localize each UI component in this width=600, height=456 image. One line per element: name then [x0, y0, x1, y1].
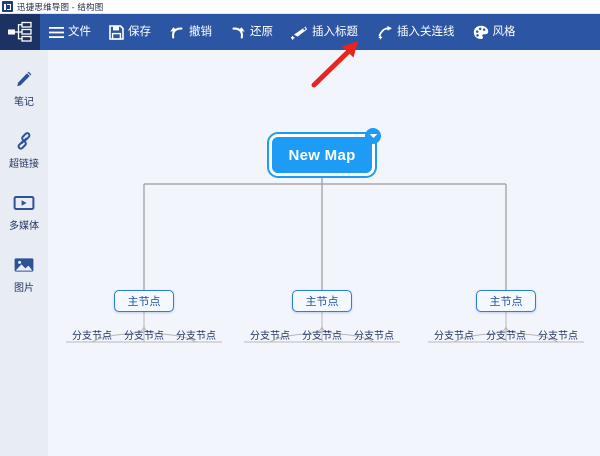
- redo-label: 还原: [250, 26, 273, 38]
- style-label: 风格: [492, 26, 516, 38]
- main-node-3-label: 主节点: [489, 296, 523, 308]
- branch-node-1-2[interactable]: 分支节点: [118, 326, 170, 342]
- connector-lines: [66, 176, 584, 343]
- branch-node-3-1[interactable]: 分支节点: [428, 326, 480, 342]
- sidebar-item-multimedia[interactable]: 多媒体: [0, 186, 48, 238]
- style-button[interactable]: 风格: [464, 14, 525, 50]
- branch-node-3-2-label: 分支节点: [486, 330, 526, 342]
- redo-button[interactable]: 还原: [221, 14, 282, 50]
- branch-node-3-3-label: 分支节点: [538, 330, 578, 342]
- root-node-label: New Map: [288, 146, 356, 164]
- branch-node-2-1-label: 分支节点: [250, 330, 290, 342]
- insert-relation-line-label: 插入关连线: [397, 26, 455, 38]
- branch-node-1-3[interactable]: 分支节点: [170, 326, 222, 342]
- mindmap-tree-icon: [0, 14, 40, 50]
- main-node-2[interactable]: 主节点: [292, 290, 352, 312]
- mindmap-logo-icon: [2, 1, 13, 12]
- menu-file-label: 文件: [68, 26, 91, 38]
- sidebar-item-hyperlink-label: 超链接: [9, 159, 39, 170]
- root-node[interactable]: New Map: [269, 128, 381, 176]
- floppy-save-icon: [109, 24, 124, 40]
- branch-node-2-2[interactable]: 分支节点: [296, 326, 348, 342]
- curved-arrow-plus-icon: [376, 25, 393, 40]
- insert-title-label: 插入标题: [312, 26, 358, 38]
- red-pointer-arrow-icon: [311, 41, 358, 88]
- window-title: 迅捷思维导图 - 结构图: [17, 1, 104, 12]
- branch-node-2-3[interactable]: 分支节点: [348, 326, 400, 342]
- save-button[interactable]: 保存: [100, 14, 160, 50]
- palette-icon: [473, 25, 489, 40]
- main-node-3[interactable]: 主节点: [476, 290, 536, 312]
- left-sidebar: 笔记 超链接 多媒体: [0, 50, 48, 456]
- undo-button[interactable]: 撤销: [160, 14, 221, 50]
- main-node-2-label: 主节点: [305, 296, 339, 308]
- link-icon: [14, 130, 34, 152]
- sidebar-item-note[interactable]: 笔记: [0, 62, 48, 114]
- insert-title-button[interactable]: 插入标题: [282, 14, 367, 50]
- main-toolbar: 文件 保存 撤销: [0, 14, 600, 50]
- menu-file-button[interactable]: 文件: [40, 14, 100, 50]
- title-bar: 迅捷思维导图 - 结构图: [0, 0, 600, 14]
- tag-plus-icon: [291, 25, 308, 40]
- branch-node-1-3-label: 分支节点: [176, 330, 216, 342]
- media-film-icon: [13, 192, 35, 214]
- branch-node-2-2-label: 分支节点: [302, 330, 342, 342]
- undo-label: 撤销: [189, 26, 212, 38]
- main-node-1-label: 主节点: [127, 296, 161, 308]
- branch-node-2-1[interactable]: 分支节点: [244, 326, 296, 342]
- hamburger-menu-icon: [49, 26, 64, 39]
- insert-relation-line-button[interactable]: 插入关连线: [367, 14, 464, 50]
- branch-node-1-1[interactable]: 分支节点: [66, 326, 118, 342]
- main-node-1[interactable]: 主节点: [114, 290, 174, 312]
- sidebar-item-image[interactable]: 图片: [0, 248, 48, 300]
- branch-node-3-3[interactable]: 分支节点: [532, 326, 584, 342]
- sidebar-item-hyperlink[interactable]: 超链接: [0, 124, 48, 176]
- sidebar-item-multimedia-label: 多媒体: [9, 221, 39, 232]
- chevron-down-icon[interactable]: [365, 128, 381, 144]
- root-node-box[interactable]: New Map: [269, 134, 375, 176]
- branch-node-1-2-label: 分支节点: [124, 330, 164, 342]
- image-icon: [13, 254, 35, 276]
- branch-node-3-1-label: 分支节点: [434, 330, 474, 342]
- pen-icon: [14, 68, 34, 90]
- mindmap-canvas[interactable]: New Map 主节点 主节点 主节点 分支节点 分支节点 分支节点 分支节点: [48, 50, 600, 456]
- sidebar-item-note-label: 笔记: [14, 97, 34, 108]
- undo-arrow-icon: [169, 25, 185, 40]
- branch-node-1-1-label: 分支节点: [72, 330, 112, 342]
- branch-node-2-3-label: 分支节点: [354, 330, 394, 342]
- redo-arrow-icon: [230, 25, 246, 40]
- save-label: 保存: [128, 26, 151, 38]
- sidebar-item-image-label: 图片: [14, 283, 34, 294]
- branch-node-3-2[interactable]: 分支节点: [480, 326, 532, 342]
